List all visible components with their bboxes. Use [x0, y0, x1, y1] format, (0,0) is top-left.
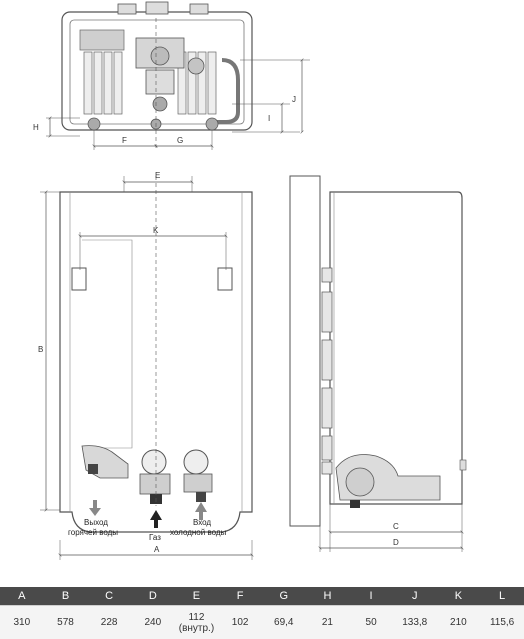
dimension-header-l: L — [480, 587, 524, 606]
cold-water-fitting-top — [206, 118, 218, 130]
top-connector-left — [118, 4, 136, 14]
dimension-value-e: 112(внутр.) — [175, 606, 219, 639]
cold-water-caption-line1: Вход — [193, 518, 211, 527]
dimension-value-main: 115,6 — [480, 617, 524, 628]
dim-label-e: E — [155, 171, 160, 180]
dim-label-c: C — [393, 522, 399, 531]
dimension-value-i: 50 — [349, 606, 393, 639]
dim-label-j: J — [292, 95, 296, 104]
dimension-header-h: H — [306, 587, 350, 606]
dim-label-a: A — [154, 545, 160, 554]
dimension-value-main: 210 — [437, 617, 481, 628]
dimension-value-main: 240 — [131, 617, 175, 628]
gas-block — [140, 474, 170, 494]
dimension-value-c: 228 — [87, 606, 131, 639]
top-connector-right — [190, 4, 208, 14]
cold-water-connector — [196, 492, 206, 502]
heat-exchanger-left — [80, 30, 124, 114]
dim-label-i: I — [268, 114, 270, 123]
dimension-value-h: 21 — [306, 606, 350, 639]
dimension-value-main: 69,4 — [262, 617, 306, 628]
dimension-header-a: A — [0, 587, 44, 606]
hot-water-fitting-top — [88, 118, 100, 130]
dimension-value-k: 210 — [437, 606, 481, 639]
dimension-value-main: 133,8 — [393, 617, 437, 628]
dimension-value-main: 50 — [349, 617, 393, 628]
dimension-header-k: K — [437, 587, 481, 606]
dimension-value-note: (внутр.) — [175, 623, 219, 634]
dim-label-d: D — [393, 538, 399, 547]
dimension-value-main: 21 — [306, 617, 350, 628]
dimension-header-i: I — [349, 587, 393, 606]
gas-caption: Газ — [149, 533, 161, 542]
dim-label-f: F — [122, 136, 127, 145]
dimension-value-main: 578 — [44, 617, 88, 628]
dim-label-k: K — [153, 226, 159, 235]
dimension-value-main: 228 — [87, 617, 131, 628]
dim-label-b: B — [38, 345, 43, 354]
dimension-header-b: B — [44, 587, 88, 606]
left-gauge — [142, 450, 166, 474]
hot-water-caption-line2: горячей воды — [68, 528, 118, 537]
dimension-value-j: 133,8 — [393, 606, 437, 639]
dimension-value-l: 115,6 — [480, 606, 524, 639]
dimension-header-e: E — [175, 587, 219, 606]
cold-water-block — [184, 474, 212, 492]
side-view: C D — [290, 176, 466, 552]
side-bottom-connector — [350, 500, 360, 508]
dimension-header-c: C — [87, 587, 131, 606]
side-right-clip — [460, 460, 466, 470]
dimension-header-d: D — [131, 587, 175, 606]
dimension-value-f: 102 — [218, 606, 262, 639]
dimension-header-g: G — [262, 587, 306, 606]
dimension-header-f: F — [218, 587, 262, 606]
dimension-value-main: 310 — [0, 617, 44, 628]
side-ribbing — [322, 268, 332, 474]
right-gauge — [184, 450, 208, 474]
dimension-value-main: 102 — [218, 617, 262, 628]
technical-drawing: H F G I J — [0, 0, 524, 580]
dim-label-g: G — [177, 136, 183, 145]
dimension-value-a: 310 — [0, 606, 44, 639]
dimension-header-j: J — [393, 587, 437, 606]
hot-water-caption-line1: Выход — [84, 518, 108, 527]
top-connector-mid — [146, 2, 168, 14]
dimension-value-d: 240 — [131, 606, 175, 639]
side-wall-plate — [290, 176, 320, 526]
side-fan — [346, 468, 374, 496]
dimension-value-main: 112 — [175, 612, 219, 623]
dimension-value-g: 69,4 — [262, 606, 306, 639]
front-view: E K B A Выход горячей воды Газ Вход холо… — [38, 171, 252, 560]
hot-water-connector — [88, 464, 98, 474]
top-view: H F G I J — [33, 2, 310, 150]
dim-label-h: H — [33, 123, 39, 132]
dimension-value-b: 578 — [44, 606, 88, 639]
cold-water-caption-line2: холодной воды — [170, 528, 227, 537]
